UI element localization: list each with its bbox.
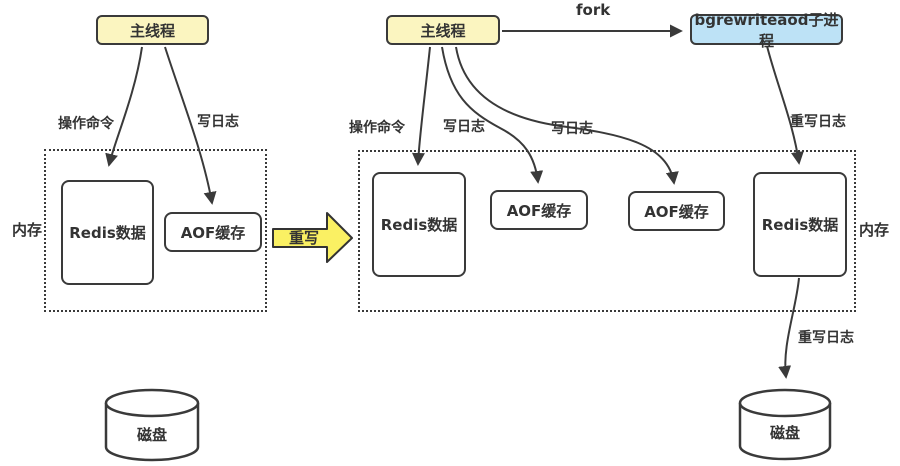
right-aof-buffer2-label: AOF缓存 bbox=[644, 202, 709, 221]
left-main-thread-node: 主线程 bbox=[96, 15, 209, 45]
right-disk-label: 磁盘 bbox=[769, 424, 800, 442]
left-op-cmd-label: 操作命令 bbox=[58, 116, 114, 132]
right-redis-data2-label: Redis数据 bbox=[761, 216, 839, 234]
edge-rewrite-log-top-arrow bbox=[766, 45, 804, 165]
edge-left-op-cmd-arrow bbox=[105, 46, 143, 167]
left-memory-label: 内存 bbox=[12, 221, 43, 239]
rewrite-log-top-label: 重写日志 bbox=[790, 114, 846, 130]
edge-right-op-cmd-arrow bbox=[411, 46, 431, 166]
right-main-thread-label: 主线程 bbox=[420, 21, 466, 40]
right-memory-region bbox=[358, 150, 856, 312]
bgrewriteaod-child-node: bgrewriteaod子进程 bbox=[690, 11, 843, 50]
left-memory-region bbox=[44, 149, 267, 312]
left-aof-buffer-node: AOF缓存 bbox=[164, 212, 262, 252]
rewrite-arrow-label: 重写 bbox=[288, 229, 319, 247]
right-op-cmd-label: 操作命令 bbox=[349, 120, 405, 136]
right-aof-buffer1-label: AOF缓存 bbox=[506, 201, 572, 220]
right-memory-label: 内存 bbox=[859, 221, 890, 239]
left-aof-buffer-label: AOF缓存 bbox=[180, 223, 246, 242]
left-redis-data-node: Redis数据 bbox=[61, 180, 154, 285]
edge-right-write-log1-arrow bbox=[441, 46, 544, 184]
right-main-thread-node: 主线程 bbox=[386, 15, 500, 45]
fork-label: fork bbox=[576, 1, 611, 19]
rewrite-block-arrow bbox=[272, 212, 353, 263]
left-disk-label: 磁盘 bbox=[136, 426, 167, 444]
right-write-log2-label: 写日志 bbox=[551, 121, 593, 137]
right-redis-data2-node: Redis数据 bbox=[753, 172, 847, 277]
rewrite-log-bottom-label: 重写日志 bbox=[798, 330, 854, 346]
left-main-thread-label: 主线程 bbox=[129, 21, 175, 40]
right-redis-data-node: Redis数据 bbox=[372, 172, 466, 277]
edge-rewrite-log-bottom-arrow bbox=[778, 277, 800, 379]
edge-left-write-log-arrow bbox=[164, 46, 217, 205]
left-write-log-label: 写日志 bbox=[197, 114, 239, 130]
edge-right-write-log2-arrow bbox=[455, 46, 679, 185]
bgrewriteaod-child-label: bgrewriteaod子进程 bbox=[694, 10, 839, 50]
right-aof-buffer2-node: AOF缓存 bbox=[628, 191, 725, 231]
left-redis-data-label: Redis数据 bbox=[69, 224, 146, 242]
right-write-log1-label: 写日志 bbox=[443, 119, 485, 135]
left-disk-cylinder bbox=[104, 388, 200, 462]
right-redis-data-label: Redis数据 bbox=[380, 216, 458, 234]
right-disk-cylinder bbox=[738, 388, 832, 461]
right-aof-buffer1-node: AOF缓存 bbox=[490, 190, 588, 230]
